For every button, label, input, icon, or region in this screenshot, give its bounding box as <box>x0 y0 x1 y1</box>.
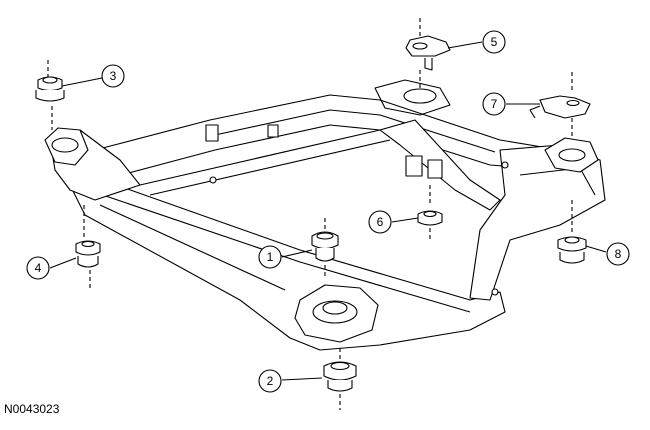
mount-insulator-5 <box>405 18 451 88</box>
svg-text:1: 1 <box>267 250 274 264</box>
callout-2: 2 <box>258 369 282 393</box>
callout-8: 8 <box>606 242 630 266</box>
mount-insulator-8 <box>557 200 587 264</box>
mount-insulator-2 <box>323 348 357 410</box>
svg-text:4: 4 <box>35 261 42 275</box>
subframe-structure <box>44 79 606 351</box>
callout-5: 5 <box>482 30 506 54</box>
mount-insulator-1 <box>311 218 339 278</box>
svg-text:5: 5 <box>491 35 498 49</box>
svg-text:2: 2 <box>267 374 274 388</box>
mount-insulator-4 <box>75 205 101 290</box>
svg-text:8: 8 <box>615 247 622 261</box>
svg-text:7: 7 <box>491 97 498 111</box>
callout-3: 3 <box>101 64 125 88</box>
mount-insulator-7 <box>529 72 591 138</box>
leader-lines <box>49 41 607 381</box>
mount-insulator-3 <box>35 60 65 130</box>
callout-7: 7 <box>482 92 506 116</box>
callout-1: 1 <box>258 245 282 269</box>
callout-4: 4 <box>26 256 50 280</box>
svg-text:6: 6 <box>377 215 384 229</box>
front-crossmember <box>69 174 506 351</box>
svg-text:3: 3 <box>110 69 117 83</box>
callout-6: 6 <box>368 210 392 234</box>
figure-id-label: N0043023 <box>4 402 60 416</box>
mount-insulator-6 <box>417 185 443 240</box>
